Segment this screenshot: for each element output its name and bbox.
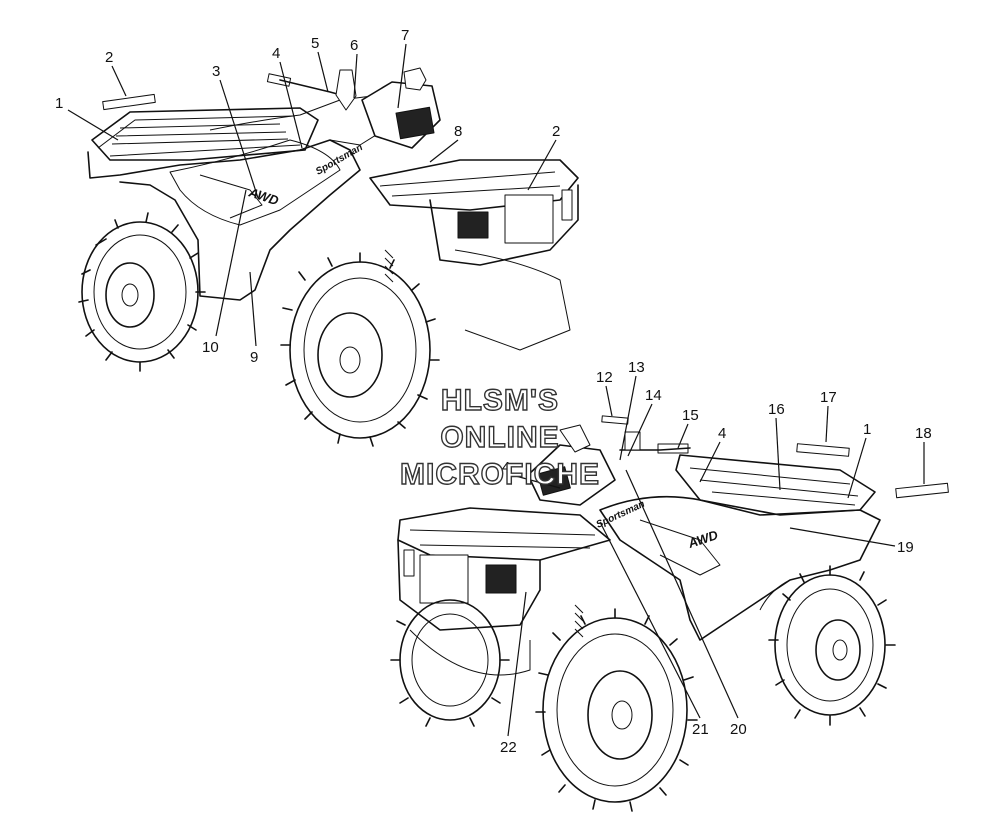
callout-22: 22 (500, 739, 517, 756)
awd-decal-top: AWD (246, 184, 281, 208)
rear-rack-top (91, 93, 319, 161)
leader-3 (219, 79, 259, 199)
watermark-line-2: ONLINE (440, 420, 560, 454)
callout-16: 16 (768, 401, 785, 418)
decal-strip-2a (102, 93, 156, 111)
front-wheel-bottom-left (390, 599, 510, 727)
callout-4b: 4 (718, 425, 726, 442)
leader-9 (249, 271, 257, 347)
leader-20 (625, 469, 739, 719)
handlebar-top: Sportsman (266, 67, 441, 178)
callout-2a: 2 (105, 49, 113, 66)
front-rack-top (369, 159, 579, 266)
awd-decal-bottom: AWD (685, 527, 720, 551)
callout-14: 14 (645, 387, 662, 404)
callout-4c: 4 (502, 459, 510, 476)
decal-strip-18 (895, 482, 949, 499)
rear-rack-bottom (601, 415, 949, 516)
leader-17 (825, 405, 829, 443)
callout-4a: 4 (272, 45, 280, 62)
watermark-line-3: MICROFICHE (399, 457, 600, 491)
leader-19 (789, 527, 896, 547)
leader-1b (847, 437, 867, 499)
rear-wheel-bottom (759, 565, 896, 726)
callout-19: 19 (897, 539, 914, 556)
leader-15 (677, 423, 689, 449)
leader-5 (317, 51, 329, 93)
leader-8 (429, 139, 459, 163)
front-rack-bottom (397, 507, 611, 676)
leader-6 (353, 53, 358, 99)
callout-15: 15 (682, 407, 699, 424)
watermark: HLSM'S ONLINE MICROFICHE (385, 382, 615, 493)
leader-12 (605, 385, 613, 417)
leader-lines (67, 43, 925, 737)
callout-1a: 1 (55, 95, 63, 112)
callout-10: 10 (202, 339, 219, 356)
callout-9: 9 (250, 349, 258, 366)
decal-strip-17 (796, 443, 850, 457)
callout-2b: 2 (552, 123, 560, 140)
body-bottom: AWD Sportsman (595, 495, 881, 641)
leader-13 (619, 375, 637, 461)
leader-4a (279, 61, 303, 149)
leader-4c (511, 474, 561, 489)
leader-22 (507, 591, 527, 737)
callout-6: 6 (350, 37, 358, 54)
leader-21 (599, 521, 701, 719)
callout-7: 7 (401, 27, 409, 44)
callout-3: 3 (212, 63, 220, 80)
front-wheel-top (280, 249, 571, 447)
leader-7 (397, 43, 407, 109)
callout-13: 13 (628, 359, 645, 376)
leader-16 (775, 417, 781, 491)
callout-1b: 1 (863, 421, 871, 438)
callout-17: 17 (820, 389, 837, 406)
leader-2a (111, 65, 127, 97)
callout-8: 8 (454, 123, 462, 140)
watermark-line-1: HLSM'S (440, 383, 560, 417)
leader-2b (527, 139, 557, 191)
callout-12: 12 (596, 369, 613, 386)
rear-wheel-top (78, 212, 206, 372)
leader-4b (699, 441, 721, 483)
leader-14 (627, 403, 653, 457)
callout-numbers: 1 2 3 4 5 6 7 8 2 10 9 12 13 14 15 4 4 1… (55, 27, 932, 756)
callout-18: 18 (915, 425, 932, 442)
handlebar-bottom (527, 424, 691, 506)
front-wheel-bottom-right (535, 604, 698, 812)
callout-20: 20 (730, 721, 747, 738)
leader-1a (67, 109, 119, 141)
leader-10 (215, 189, 247, 337)
callout-5: 5 (311, 35, 319, 52)
callout-21: 21 (692, 721, 709, 738)
